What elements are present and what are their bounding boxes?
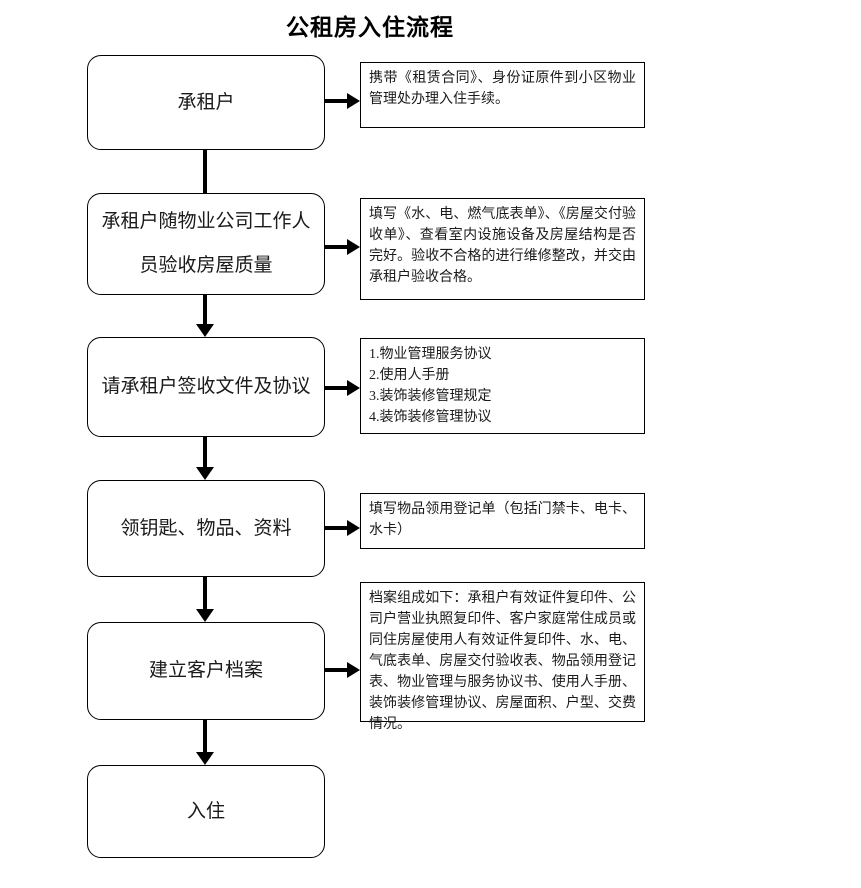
connector-line — [325, 99, 347, 103]
arrow-right-icon — [347, 380, 360, 396]
connector-down-arrow-2 — [196, 295, 214, 337]
connector-down-arrow-4 — [196, 577, 214, 622]
connector-right-arrow-3 — [325, 380, 360, 396]
flow-node-create-archive: 建立客户档案 — [87, 622, 325, 720]
arrow-right-icon — [347, 520, 360, 536]
arrow-right-icon — [347, 662, 360, 678]
connector-line — [203, 150, 207, 193]
note-box-item-register: 填写物品领用登记单（包括门禁卡、电卡、水卡） — [360, 493, 645, 549]
note-box-bring-contract: 携带《租赁合同》、身份证原件到小区物业管理处办理入住手续。 — [360, 62, 645, 128]
connector-right-arrow-4 — [325, 520, 360, 536]
connector-right-arrow-5 — [325, 662, 360, 678]
arrow-right-icon — [347, 239, 360, 255]
flow-node-sign-documents: 请承租户签收文件及协议 — [87, 337, 325, 437]
flow-node-move-in: 入住 — [87, 765, 325, 858]
connector-line — [203, 295, 207, 324]
arrow-right-icon — [347, 93, 360, 109]
arrow-down-icon — [196, 467, 214, 480]
connector-line — [203, 720, 207, 752]
connector-line — [203, 577, 207, 609]
flow-node-inspect-quality: 承租户随物业公司工作人员验收房屋质量 — [87, 193, 325, 295]
connector-down-1 — [196, 150, 214, 193]
connector-line — [325, 668, 347, 672]
connector-right-arrow-1 — [325, 93, 360, 109]
arrow-down-icon — [196, 752, 214, 765]
connector-down-arrow-3 — [196, 437, 214, 480]
connector-right-arrow-2 — [325, 239, 360, 255]
flow-node-tenant: 承租户 — [87, 55, 325, 150]
note-box-document-list: 1.物业管理服务协议 2.使用人手册 3.装饰装修管理规定 4.装饰装修管理协议 — [360, 338, 645, 434]
note-box-meter-forms: 填写《水、电、燃气底表单》、《房屋交付验收单》、查看室内设施设备及房屋结构是否完… — [360, 198, 645, 300]
connector-down-arrow-5 — [196, 720, 214, 765]
page-title: 公租房入住流程 — [286, 14, 454, 40]
note-box-archive-contents: 档案组成如下：承租户有效证件复印件、公司户营业执照复印件、客户家庭常住成员或同住… — [360, 582, 645, 732]
connector-line — [203, 437, 207, 467]
connector-line — [325, 245, 347, 249]
arrow-down-icon — [196, 324, 214, 337]
connector-line — [325, 386, 347, 390]
arrow-down-icon — [196, 609, 214, 622]
connector-line — [325, 526, 347, 530]
flow-node-collect-keys: 领钥匙、物品、资料 — [87, 480, 325, 577]
